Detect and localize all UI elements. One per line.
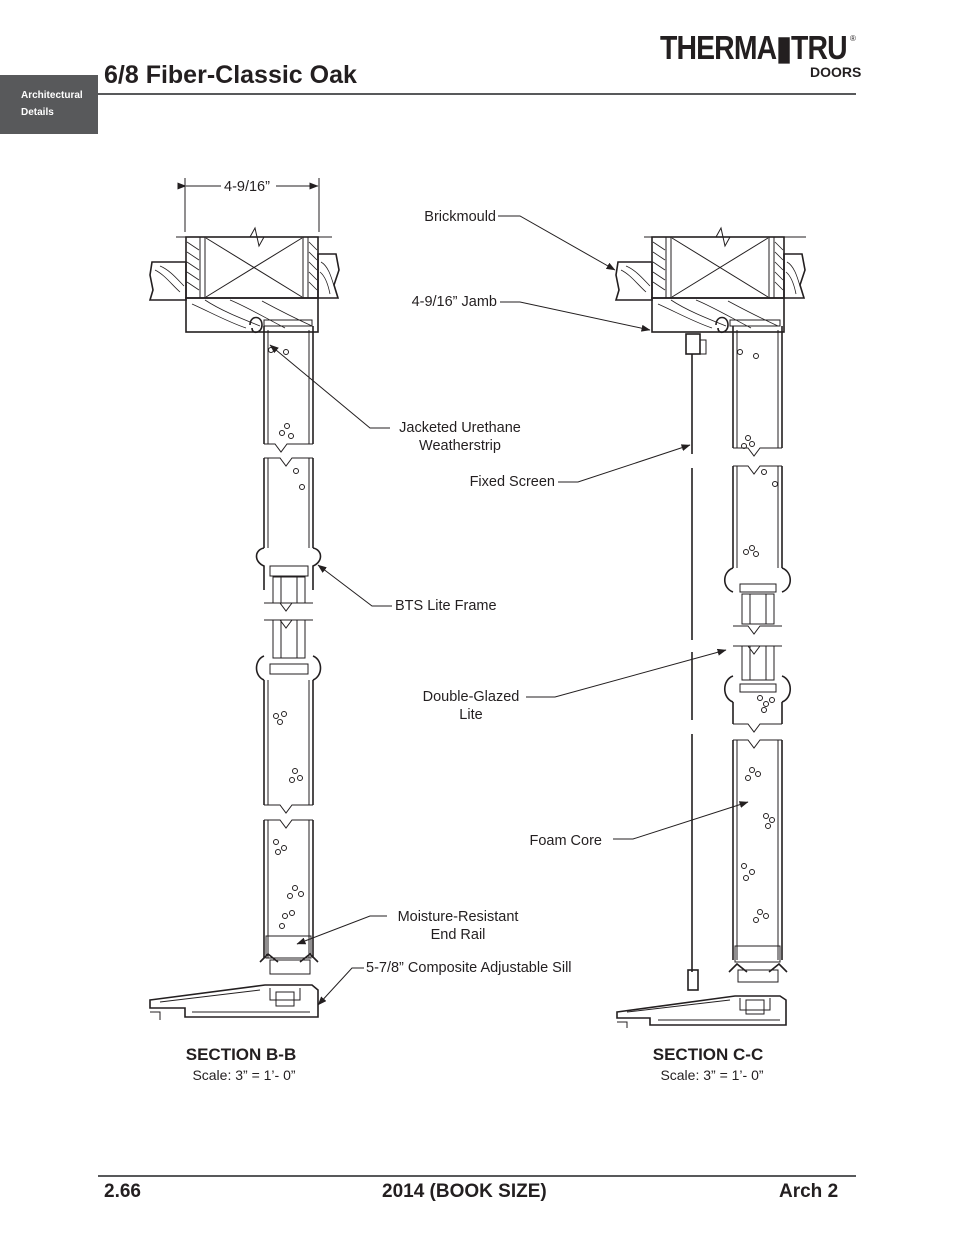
section-b-scale: Scale: 3” = 1’- 0” [192,1067,295,1083]
section-c-c-drawing [614,226,806,1028]
fixed-screen [687,354,699,991]
footer-rule [98,1175,856,1177]
label-end-rail-line1: Moisture-Resistant [398,909,519,925]
tab-label-line2: Details [21,107,54,118]
section-titles: SECTION B-B Scale: 3” = 1’- 0” SECTION C… [186,1045,764,1083]
label-double-glazed-line1: Double-Glazed [423,689,520,705]
foam-bubbles-b [268,347,305,929]
width-dimension: 4-9/16” [177,178,320,232]
section-b-title: SECTION B-B [186,1045,297,1064]
logo-wordmark: THERMA▮TRU [660,29,848,66]
label-sill: 5-7/8” Composite Adjustable Sill [366,960,572,976]
header-rule [98,93,856,95]
sill-c [616,995,787,1028]
logo-subtitle: DOORS [810,64,862,80]
label-brickmould: Brickmould [424,209,496,225]
logo-registered-mark: ® [850,34,856,43]
section-b-b-drawing: 4-9/16” [148,178,340,1020]
width-dimension-label: 4-9/16” [224,179,270,195]
tab-label-line1: Architectural [21,90,83,101]
footer-chapter: Arch 2 [779,1181,839,1202]
label-lite-frame: BTS Lite Frame [395,598,497,614]
door-slab [255,326,322,975]
footer-page-number: 2.66 [104,1181,141,1202]
footer-book-label: 2014 (BOOK SIZE) [382,1181,547,1202]
sill-b [149,984,319,1020]
label-end-rail-line2: End Rail [431,927,486,943]
brand-logo: THERMA▮TRU ® DOORS [660,29,862,82]
header-framing-c [614,226,806,355]
label-weatherstrip-line1: Jacketed Urethane [399,420,521,436]
section-c-scale: Scale: 3” = 1’- 0” [660,1067,763,1083]
label-fixed-screen: Fixed Screen [470,474,555,490]
page-title: 6/8 Fiber-Classic Oak [104,61,357,89]
foam-bubbles-c [737,349,778,923]
label-double-glazed-line2: Lite [459,707,482,723]
section-c-title: SECTION C-C [653,1045,764,1064]
label-weatherstrip-line2: Weatherstrip [419,438,501,454]
label-jamb: 4-9/16” Jamb [412,294,497,310]
section-tab: Architectural Details [0,75,98,134]
callout-labels: Brickmould 4-9/16” Jamb Jacketed Urethan… [366,209,602,976]
header-framing [148,226,340,334]
door-slab-c [723,326,792,983]
callout-leaders [269,215,749,1006]
label-foam-core: Foam Core [529,833,602,849]
